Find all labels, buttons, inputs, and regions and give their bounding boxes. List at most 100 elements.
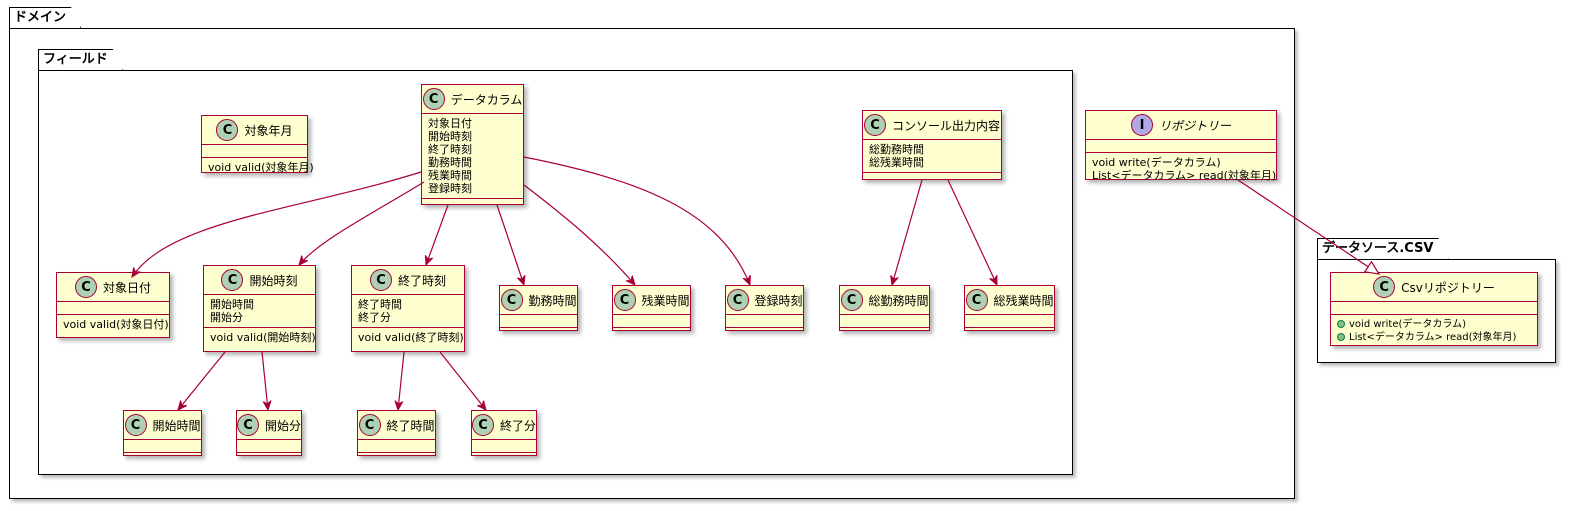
edge-data-column-to-start-time [299,181,425,265]
class-icon: C [124,414,147,436]
edge-end-time-to-end-minute [439,351,486,410]
class-methods [726,327,803,340]
class-fields [472,439,536,452]
field: 開始時間 [210,298,254,311]
class-methods [863,172,1001,185]
class-icon: C [840,289,863,311]
class-icon: C [216,119,239,141]
package-tab-domain: ドメイン [9,7,81,28]
class-methods: void write(データカラム) List<データカラム> read(対象年… [1331,314,1537,347]
field: 開始時刻 [428,130,472,143]
field: 終了分 [358,311,391,324]
field: 勤務時間 [428,156,472,169]
class-fields [726,314,803,327]
class-console-output[interactable]: C コンソール出力内容 総勤務時間 総残業時間 [862,110,1002,180]
class-methods [840,327,929,340]
class-name: データカラム [450,92,523,107]
class-icon: C [237,414,259,436]
method: List<データカラム> read(対象年月) [1337,331,1531,344]
class-name: 終了時刻 [397,273,446,288]
package-tab-field: フィールド [38,49,123,70]
interface-name: リポジトリー [1158,118,1231,133]
class-methods: void valid(開始時刻) [204,327,316,347]
field: 総勤務時間 [869,143,924,156]
class-icon: C [369,269,392,291]
field: 総残業時間 [869,156,924,169]
class-methods [965,327,1054,340]
class-registered-time[interactable]: C 登録時刻 [725,285,804,331]
class-icon: C [1373,276,1396,298]
class-start-minute[interactable]: C 開始分 [236,410,302,456]
class-fields [202,144,307,157]
field: 対象日付 [428,117,472,130]
edge-console-output-to-total-overtime-hours [947,179,998,285]
class-icon: C [864,114,886,136]
class-fields [57,301,169,314]
class-icon: C [965,289,988,311]
method: void write(データカラム) [1092,156,1221,169]
class-target-date[interactable]: C 対象日付 void valid(対象日付) [56,272,170,338]
edge-console-output-to-total-work-hours [892,179,923,285]
class-icon: C [422,88,445,110]
public-visibility-icon [1337,320,1345,328]
class-fields [1331,301,1537,314]
class-fields [237,439,301,452]
field: 残業時間 [428,169,472,182]
public-visibility-icon [1337,333,1345,341]
class-icon: C [74,276,97,298]
method: void valid(終了時刻) [358,331,464,344]
class-icon: C [221,269,244,291]
class-end-time[interactable]: C 終了時刻 終了時間 終了分 void valid(終了時刻) [351,265,465,352]
class-fields [613,314,690,327]
class-total-overtime-hours[interactable]: C 総残業時間 [964,285,1055,331]
method: void write(データカラム) [1337,318,1531,331]
method: void valid(対象日付) [63,318,169,331]
class-name: 対象日付 [102,280,151,295]
edge-data-column-to-work-hours [496,204,524,285]
class-name: 総残業時間 [993,293,1054,308]
method-text: void write(データカラム) [1349,319,1466,330]
class-name: 終了時間 [386,418,435,433]
field: 開始分 [210,311,243,324]
package-tab-datasource: データソース.CSV [1317,238,1449,259]
class-icon: C [472,414,494,436]
class-fields [124,439,201,452]
edge-data-column-to-registered-time [523,156,750,285]
class-name: 勤務時間 [528,293,577,308]
class-methods [472,452,536,465]
class-name: 対象年月 [244,123,293,138]
method-text: List<データカラム> read(対象年月) [1349,332,1517,343]
field: 終了時間 [358,298,402,311]
class-name: 開始分 [265,418,302,433]
class-fields [500,314,577,327]
class-methods: void valid(対象日付) [57,314,169,334]
class-fields: 開始時間 開始分 [204,294,315,327]
edge-start-time-to-start-hour [178,351,226,410]
class-target-year-month[interactable]: C 対象年月 void valid(対象年月) [201,115,314,174]
class-methods [124,452,201,465]
class-icon: C [726,289,749,311]
class-name: 残業時間 [641,293,690,308]
class-methods [500,327,577,340]
class-name: コンソール出力内容 [892,118,1001,133]
edge-start-time-to-start-minute [261,351,268,410]
edge-data-column-to-end-time [426,204,449,265]
class-methods [237,452,301,465]
class-start-time[interactable]: C 開始時刻 開始時間 開始分 void valid(開始時刻) [203,265,316,352]
method: List<データカラム> read(対象年月) [1092,169,1277,182]
interface-fields [1086,139,1276,152]
class-name: 開始時刻 [249,273,298,288]
method: void valid(対象年月) [208,161,314,174]
class-name: 登録時刻 [754,293,803,308]
